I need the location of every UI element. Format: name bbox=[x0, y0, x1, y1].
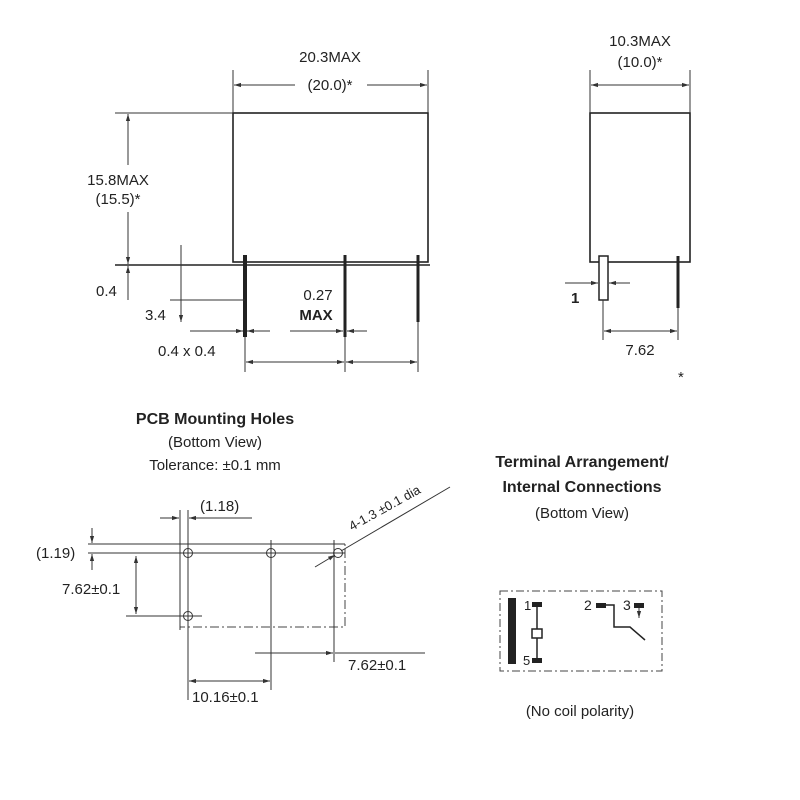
horizontal-pitch-right-label: 7.62±0.1 bbox=[348, 657, 406, 674]
horizontal-pitch-left-label: 10.16±0.1 bbox=[192, 689, 259, 706]
pcb-tolerance: Tolerance: ±0.1 mm bbox=[149, 457, 281, 474]
hole bbox=[183, 611, 193, 621]
coil-polarity-note: (No coil polarity) bbox=[526, 703, 634, 720]
pin-tolerance-max: MAX bbox=[299, 307, 332, 324]
pin-3-terminal bbox=[634, 603, 644, 608]
side-width-max-label: 10.3MAX bbox=[609, 33, 671, 50]
height-nominal-label: (15.5)* bbox=[95, 191, 140, 208]
pcb-title: PCB Mounting Holes bbox=[136, 411, 294, 428]
hole bbox=[333, 548, 343, 558]
pin-width-label: 1 bbox=[571, 290, 579, 307]
pin-3-label: 3 bbox=[623, 597, 631, 613]
terminal-title-2: Internal Connections bbox=[502, 479, 661, 496]
pin-2-terminal bbox=[596, 603, 606, 608]
switch-contact bbox=[606, 604, 646, 641]
standoff-label: 0.4 bbox=[96, 283, 117, 300]
pin-2-label: 2 bbox=[584, 597, 592, 613]
pin-1-label: 1 bbox=[524, 598, 531, 613]
pitch-1-label: 10.16 bbox=[274, 371, 312, 388]
pin-section-label: 0.4 x 0.4 bbox=[158, 343, 216, 360]
hole bbox=[183, 548, 193, 558]
terminal-title-1: Terminal Arrangement/ bbox=[495, 454, 669, 471]
pin bbox=[598, 255, 609, 301]
relay-body-side bbox=[589, 112, 691, 263]
pin-tolerance-value: 0.27 bbox=[303, 287, 332, 304]
side-pitch-label: 7.62 bbox=[625, 342, 654, 359]
front-view: 20.3MAX (20.0)* 15.8MAX (15.5)* 0.4 3.4 … bbox=[87, 49, 430, 388]
terminal-subtitle: (Bottom View) bbox=[535, 505, 629, 522]
pin-1-terminal bbox=[532, 602, 542, 607]
width-nominal-label: (20.0)* bbox=[307, 77, 352, 94]
pin-length-label: 3.4 bbox=[145, 307, 166, 324]
asterisk-note: * bbox=[678, 369, 684, 386]
relay-base bbox=[508, 598, 516, 664]
side-view: 10.3MAX (10.0)* 1 7.62 * bbox=[565, 33, 691, 386]
mounting-holes bbox=[183, 548, 343, 621]
height-max-label: 15.8MAX bbox=[87, 172, 149, 189]
width-max-label: 20.3MAX bbox=[299, 49, 361, 66]
hole bbox=[266, 548, 276, 558]
pin-5-label: 5 bbox=[523, 653, 530, 668]
coil-symbol bbox=[531, 628, 543, 639]
relay-body-front bbox=[232, 112, 429, 263]
vertical-pitch-label: 7.62±0.1 bbox=[62, 581, 120, 598]
schematic-box bbox=[499, 590, 663, 672]
pcb-subtitle: (Bottom View) bbox=[168, 434, 262, 451]
offset-y-label: (1.19) bbox=[36, 545, 75, 562]
side-width-nominal-label: (10.0)* bbox=[617, 54, 662, 71]
offset-x-label: (1.18) bbox=[200, 498, 239, 515]
pin-5-terminal bbox=[532, 658, 542, 663]
terminal-arrangement: Terminal Arrangement/ Internal Connectio… bbox=[495, 454, 669, 720]
hole-spec-label: 4-1.3 ±0.1 dia bbox=[346, 482, 423, 534]
pitch-2-label: 7.62 bbox=[367, 371, 396, 388]
pcb-mounting-holes: PCB Mounting Holes (Bottom View) Toleran… bbox=[36, 411, 451, 706]
